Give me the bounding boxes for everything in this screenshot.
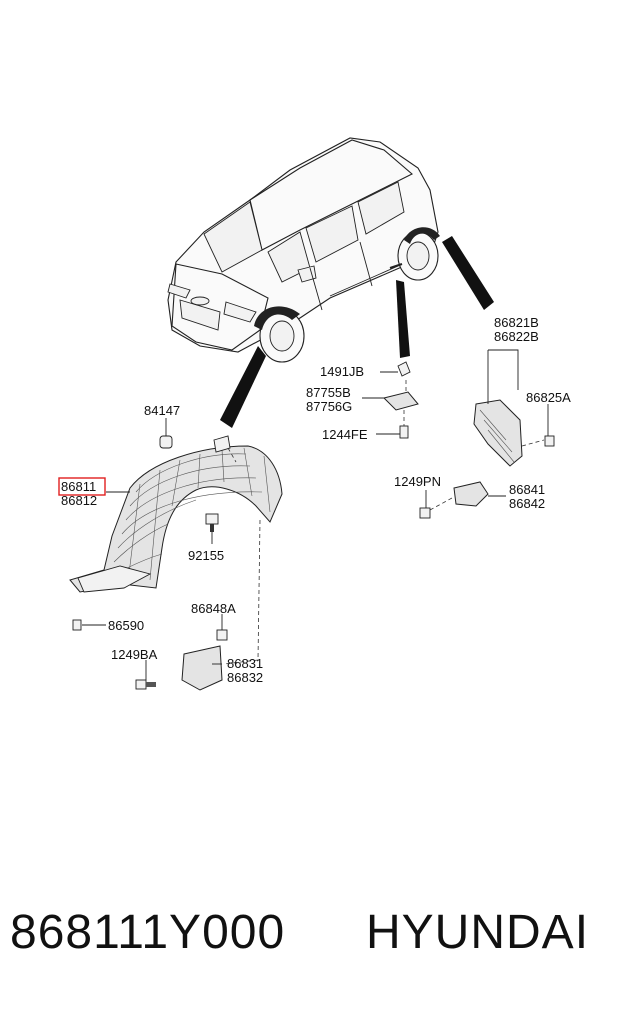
label-86842: 86842 <box>509 496 545 511</box>
bracket-87755B <box>383 391 419 411</box>
label-1244FE: 1244FE <box>322 427 368 442</box>
label-86848A: 86848A <box>191 601 236 616</box>
bolt-1249PN <box>419 507 431 519</box>
clip-86848A <box>216 629 228 641</box>
label-87755B: 87755B <box>306 385 351 400</box>
label-86812: 86812 <box>61 493 97 508</box>
label-86825A: 86825A <box>526 390 571 405</box>
screw-86590 <box>72 619 82 631</box>
rear-guard-part <box>473 399 523 467</box>
label-86841: 86841 <box>509 482 545 497</box>
bolt-1249BA <box>135 679 147 690</box>
screw-1244FE <box>399 425 409 439</box>
clip-84147 <box>159 435 173 449</box>
label-1491JB: 1491JB <box>320 364 364 379</box>
label-86832: 86832 <box>227 670 263 685</box>
label-87756G: 87756G <box>306 399 352 414</box>
label-92155: 92155 <box>188 548 224 563</box>
label-84147: 84147 <box>144 403 180 418</box>
label-86821B: 86821B <box>494 315 539 330</box>
part-number-text: 868111Y000 <box>10 906 286 959</box>
rear-mud-flap-part <box>453 481 489 507</box>
label-86811: 86811 <box>61 479 96 494</box>
pointer-arrows <box>220 236 494 428</box>
car-illustration <box>167 137 440 363</box>
part-labels: 86811 86812 84147 92155 86590 86848A 124… <box>58 315 571 685</box>
highlight-box <box>58 477 106 496</box>
clip-1491JB <box>397 361 411 377</box>
parts-diagram: 86811 86812 84147 92155 86590 86848A 124… <box>58 137 571 691</box>
screw-92155 <box>205 513 219 525</box>
wheel-guard-part <box>69 435 283 593</box>
label-86822B: 86822B <box>494 329 539 344</box>
fasteners <box>72 361 555 691</box>
leader-lines <box>82 349 549 680</box>
footer-caption: 868111Y000 HYUNDAI <box>0 905 620 975</box>
clip-86825A <box>544 435 555 447</box>
brand-text: HYUNDAI <box>366 906 590 959</box>
label-86590: 86590 <box>108 618 144 633</box>
label-1249BA: 1249BA <box>111 647 158 662</box>
label-1249PN: 1249PN <box>394 474 441 489</box>
mud-flap-part <box>181 645 223 691</box>
label-86831: 86831 <box>227 656 263 671</box>
